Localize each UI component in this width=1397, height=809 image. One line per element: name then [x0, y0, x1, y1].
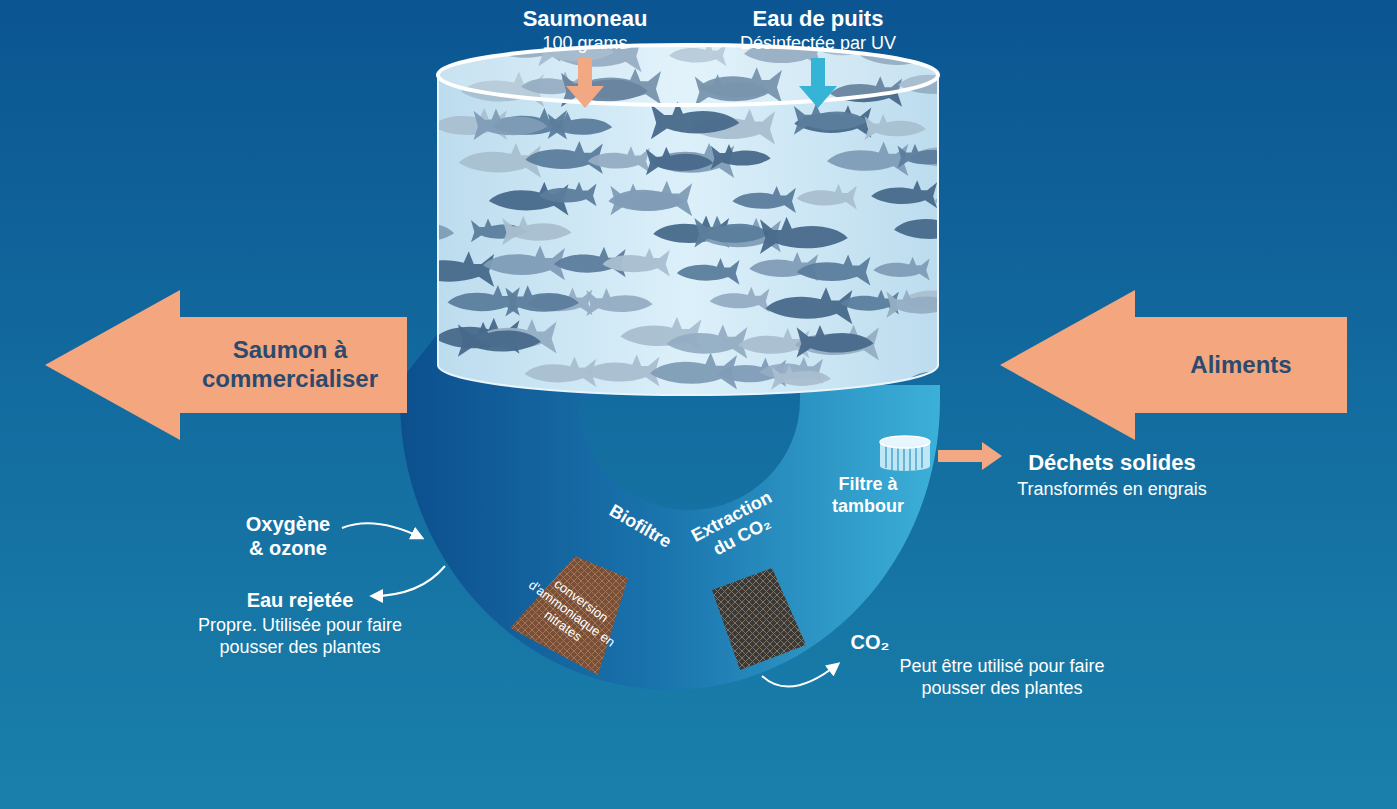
output-note: Peut être utilisé pour faire pousser des…	[867, 656, 1137, 699]
fish-shape	[548, 112, 612, 139]
fish-shape	[610, 184, 685, 216]
fish-shape	[539, 182, 597, 207]
fish-shape	[677, 258, 740, 285]
fish-shape	[765, 287, 852, 324]
fish-shape	[934, 183, 1011, 216]
co2-arrow	[762, 664, 838, 687]
output-note: Transformés en engrais	[972, 479, 1252, 501]
fish-shape	[361, 41, 427, 69]
arrow-text-box: Saumon à commercialiser	[173, 336, 407, 394]
smolt-input-arrow	[566, 58, 604, 108]
fish-shape	[907, 364, 977, 394]
fish-shape	[942, 37, 1018, 69]
fish-shape	[376, 214, 455, 247]
input-title: Oxygène & ozone	[238, 512, 338, 560]
fish-shape	[760, 217, 848, 254]
arrow-fill	[45, 290, 407, 440]
water-input-arrow	[799, 58, 837, 108]
fish-shape	[940, 259, 997, 283]
fish-shape	[651, 102, 739, 140]
fish-shape	[871, 180, 937, 208]
output-title: CO₂	[830, 630, 910, 654]
fish-shape	[602, 248, 669, 277]
fish-shape	[897, 144, 954, 168]
fish-shape	[797, 254, 871, 285]
fish-shape	[666, 324, 747, 358]
fish-shape	[458, 322, 541, 357]
tank-outline	[438, 75, 938, 395]
tank-rim	[438, 45, 938, 105]
output-title: Eau rejetée	[200, 588, 400, 612]
fish-shape	[525, 141, 602, 174]
output-note: Propre. Utilisée pour faire pousser des …	[165, 615, 435, 658]
fish-shape	[483, 245, 565, 280]
fish-shape	[711, 144, 771, 169]
fish-shape	[608, 181, 692, 217]
input-note: 100 grams	[485, 33, 685, 55]
fish-shape	[646, 147, 713, 176]
fish-shape	[505, 285, 579, 316]
fish-shape	[354, 175, 435, 209]
input-note: Désinfectée par UV	[708, 33, 928, 55]
fish-school	[354, 34, 1043, 394]
waste-output-arrow	[938, 442, 1002, 470]
fish-shape	[827, 142, 908, 177]
fish-shape	[797, 184, 857, 210]
arrow-label: Aliments	[1135, 351, 1347, 380]
fish-shape	[588, 146, 650, 172]
output-title: Déchets solides	[972, 450, 1252, 476]
fish-shape	[694, 216, 769, 248]
fish-shape	[732, 186, 796, 213]
fish-shape	[943, 327, 1011, 356]
fish-shape	[410, 251, 494, 287]
tank-body	[438, 45, 938, 395]
fish-shape	[584, 355, 659, 387]
arrow-text-box: Aliments	[1135, 351, 1347, 380]
discharge-arrow	[372, 566, 445, 596]
fish-shape	[794, 104, 867, 135]
fish-shape	[873, 257, 929, 281]
fish-shape	[795, 325, 879, 361]
fish-shape	[586, 288, 652, 316]
fish-shape	[710, 287, 770, 312]
drum-filter-icon	[880, 436, 930, 471]
fish-shape	[886, 289, 953, 317]
oxygen-arrow	[342, 523, 422, 538]
fish-shape	[771, 364, 831, 389]
arrow-fill	[1000, 290, 1347, 440]
flow-arrow-shape: Saumon à commercialiser	[45, 290, 407, 440]
fish-shape	[474, 109, 548, 140]
fish-shape	[797, 325, 874, 358]
stage-name: Filtre à tambour	[820, 474, 916, 517]
fish-shape	[952, 73, 1034, 108]
fish-shape	[894, 211, 972, 244]
fish-shape	[502, 216, 571, 245]
input-title: Eau de puits	[708, 6, 928, 32]
fish-shape	[955, 217, 1019, 244]
biofilter-media	[510, 556, 628, 675]
co2-extractor-media	[712, 568, 806, 670]
arrow-outline	[1000, 290, 1347, 440]
flow-arrow-shape: Aliments	[1000, 290, 1347, 440]
arrow-label: Saumon à commercialiser	[173, 336, 407, 394]
input-title: Saumoneau	[485, 6, 685, 32]
fish-shape	[864, 114, 926, 140]
